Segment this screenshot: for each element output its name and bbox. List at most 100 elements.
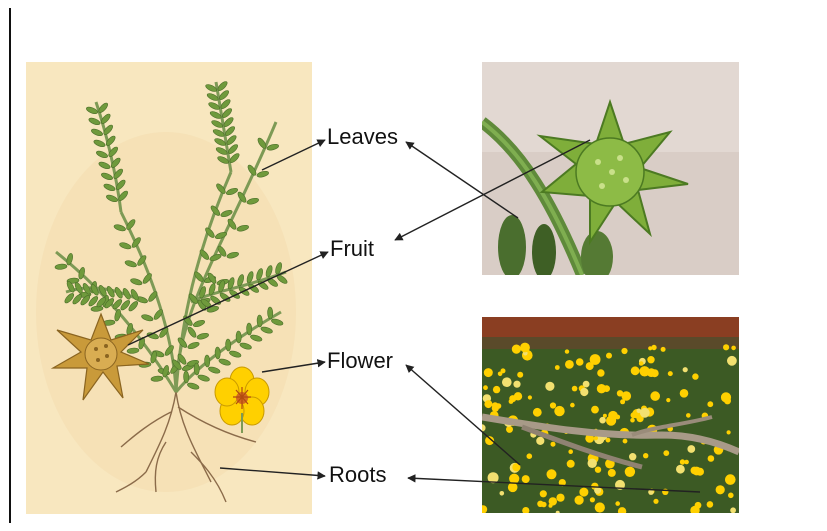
field-flower: [498, 372, 503, 377]
field-flower: [517, 372, 523, 378]
field-flower: [485, 436, 494, 445]
field-flower: [608, 469, 616, 477]
field-flower: [536, 437, 544, 445]
field-flower: [684, 460, 689, 465]
field-flower: [559, 479, 566, 486]
field-flower: [514, 392, 522, 400]
field-flower: [606, 353, 612, 359]
field-flower: [723, 344, 729, 350]
field-flower: [556, 494, 564, 502]
field-flower: [533, 408, 542, 417]
field-flower: [522, 475, 530, 483]
fruit-photo: [482, 62, 739, 275]
field-flower: [687, 445, 695, 453]
field-flower: [509, 474, 519, 484]
field-flower: [597, 384, 606, 393]
field-flower: [599, 417, 606, 424]
leaflet: [183, 371, 189, 383]
field-flower: [512, 463, 520, 471]
field-flower: [595, 467, 601, 473]
field-flower: [651, 345, 656, 350]
leaflet: [88, 117, 101, 126]
field-flower: [492, 402, 498, 408]
flower-field-photo: [482, 317, 739, 513]
leaflet: [256, 170, 269, 178]
field-flower: [731, 346, 736, 351]
leaflet: [257, 315, 263, 327]
field-flower: [692, 373, 698, 379]
field-flower: [591, 406, 599, 414]
field-flower: [547, 469, 557, 479]
field-flower: [597, 369, 604, 376]
field-flower: [595, 502, 605, 512]
leaflet: [267, 307, 273, 319]
field-flower: [683, 367, 688, 372]
plant-drawing: [26, 62, 312, 514]
field-flower: [623, 439, 628, 444]
leaflet: [90, 128, 103, 137]
field-flower: [629, 453, 636, 460]
field-flower: [528, 395, 532, 399]
field-flower: [567, 460, 575, 468]
field-flower: [572, 386, 578, 392]
leaflet: [225, 339, 231, 351]
field-flower: [666, 398, 670, 402]
field-flower: [668, 371, 673, 376]
field-flower: [631, 366, 640, 375]
field-flower: [653, 499, 658, 504]
field-flower: [579, 488, 588, 497]
field-flower: [488, 472, 499, 483]
field-flower: [537, 501, 543, 507]
field-flower: [493, 386, 500, 393]
leaflet: [236, 331, 242, 343]
field-flower: [615, 501, 620, 506]
field-flower: [554, 406, 564, 416]
field-flower: [508, 483, 518, 493]
leaflet: [93, 139, 106, 148]
field-flower: [540, 490, 547, 497]
field-flower: [663, 450, 669, 456]
field-flower: [484, 368, 493, 377]
field-flower: [615, 480, 625, 490]
flower-label: Flower: [327, 350, 393, 372]
field-flower: [570, 403, 575, 408]
field-flower: [502, 377, 512, 387]
field-flower: [686, 413, 691, 418]
leaflet: [215, 347, 221, 359]
field-flower: [527, 453, 533, 459]
field-flower: [730, 507, 736, 513]
field-flower: [721, 392, 731, 402]
field-flower: [695, 502, 702, 509]
leaves-label: Leaves: [327, 126, 398, 148]
field-flower: [630, 418, 635, 423]
field-flower: [588, 459, 597, 468]
left-border-line: [9, 8, 11, 523]
field-flower: [506, 426, 513, 433]
field-flower: [576, 358, 584, 366]
field-flower: [728, 493, 734, 499]
field-flower: [565, 349, 569, 353]
field-flower: [639, 361, 644, 366]
botanical-illustration: [26, 62, 312, 514]
field-flower: [575, 496, 584, 505]
field-flower: [594, 487, 601, 494]
field-flower: [725, 474, 736, 485]
field-flower: [483, 385, 488, 390]
field-flower: [580, 388, 588, 396]
field-flower: [545, 382, 554, 391]
field-flower: [648, 489, 654, 495]
field-flower: [662, 489, 668, 495]
field-flower: [590, 497, 595, 502]
field-flower: [716, 485, 725, 494]
field-flower: [707, 401, 713, 407]
field-flower: [707, 501, 714, 508]
field-flower: [680, 389, 689, 398]
flower-field-drawing: [482, 317, 739, 513]
field-flower: [639, 366, 649, 376]
field-flower: [512, 345, 521, 354]
field-flower: [647, 356, 654, 363]
field-flower: [692, 467, 701, 476]
field-flower: [513, 381, 520, 388]
field-flower: [625, 467, 635, 477]
field-flower: [676, 465, 685, 474]
